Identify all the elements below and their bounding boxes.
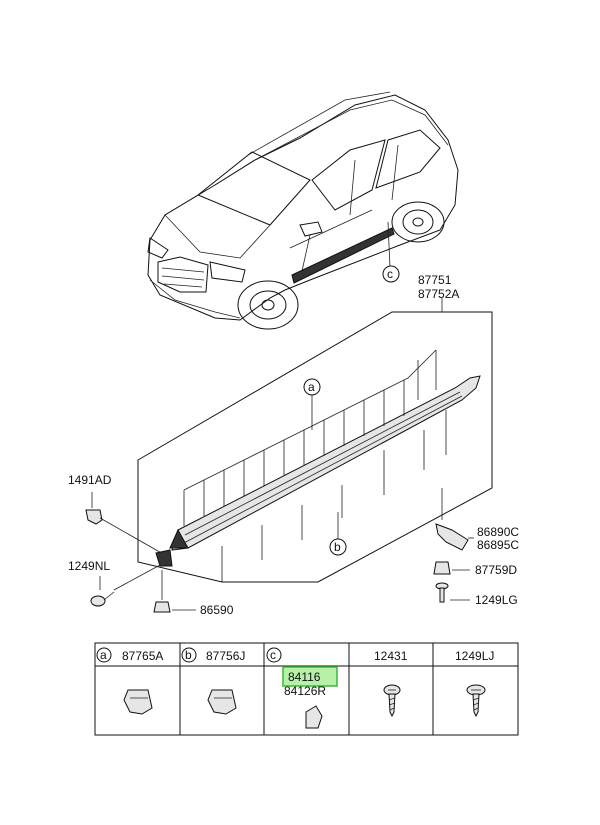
table-marker-a-label: a [100,648,107,662]
table-marker-a [96,647,112,663]
callout-87759D: 87759D [475,563,517,577]
ref-marker-b-label: b [334,540,341,554]
bolt-1249LJ-icon [466,684,486,718]
callout-86890C: 86890C [477,525,519,539]
ref-marker-a [303,378,321,396]
callout-86895C: 86895C [477,538,519,552]
bracket-end [155,549,173,567]
table-part-84126R: 84126R [284,684,326,698]
table-marker-c [266,647,282,663]
clip-87765A-icon [123,689,153,715]
fastener-87759D [433,561,451,575]
callout-1249LG: 1249LG [475,593,518,607]
callout-87751: 87751 [418,273,452,287]
highlight-box [282,666,338,687]
vehicle-illustration: c [147,91,459,330]
table-marker-b-label: b [185,648,192,662]
table-marker-b [181,647,197,663]
side-molding-part [169,375,481,551]
clip-arrows-bottom [221,410,447,582]
table-part-87765A: 87765A [122,649,163,663]
parts-table: a 87765A b 87756J c 84116 84126R 12431 [94,642,519,736]
bracket-86890C [435,523,469,551]
table-part-87756J: 87756J [206,649,245,663]
exploded-frame [137,298,493,583]
table-part-12431: 12431 [374,649,408,663]
ref-marker-c [382,265,400,283]
table-part-1249LJ: 1249LJ [455,649,494,663]
screw-1249NL [90,591,115,607]
clip-86590 [153,601,171,613]
table-part-84116: 84116 [288,670,321,684]
callout-1249NL: 1249NL [68,559,110,573]
ref-marker-b [329,538,347,556]
clip-arrows-top [183,349,437,526]
callout-86590: 86590 [200,603,234,617]
bolt-1249LG [435,582,449,603]
cap-84116-icon [305,705,323,729]
ref-marker-c-label: c [387,267,393,281]
screw-12431-icon [383,684,401,718]
ref-marker-a-label: a [308,380,315,394]
table-marker-c-label: c [270,648,276,662]
clip-87756J-icon [207,689,237,715]
callout-1491AD: 1491AD [68,473,112,487]
callout-87752A: 87752A [418,287,459,301]
clip-1491AD [85,509,103,525]
